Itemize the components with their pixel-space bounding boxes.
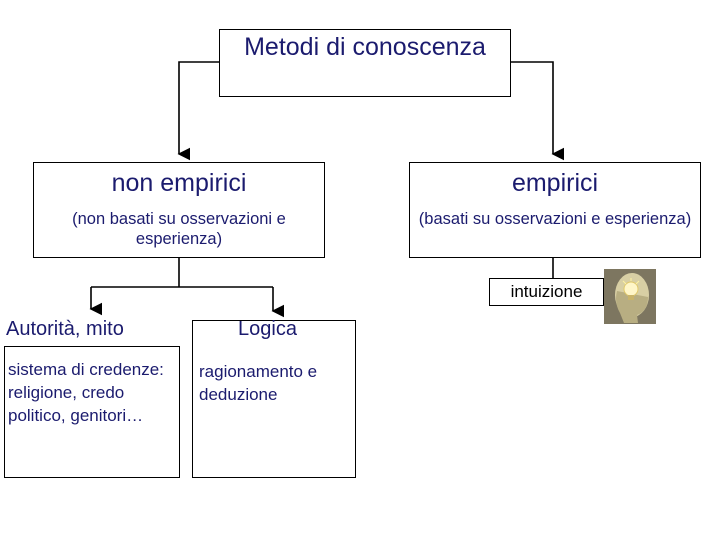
autorita-description: sistema di credenze: religione, credo po…: [8, 360, 164, 425]
intuizione-label: intuizione: [510, 282, 583, 301]
connector-non-empirici-split: [91, 258, 273, 288]
non-empirici-title: non empirici: [111, 169, 247, 197]
empirici-node: empirici (basati su osservazioni e esper…: [409, 162, 701, 258]
root-node: Metodi di conoscenza: [219, 29, 511, 97]
connector-root-to-empirici: [511, 61, 565, 161]
connector-root-to-non-empirici: [177, 61, 219, 161]
logica-title: Logica: [238, 318, 297, 340]
head-lightbulb-icon: [604, 269, 656, 324]
logica-description: ragionamento e deduzione: [199, 362, 318, 404]
logica-node: ragionamento e deduzione: [192, 320, 356, 478]
autorita-title: Autorità, mito: [6, 318, 124, 340]
non-empirici-node: non empirici (non basati su osservazioni…: [33, 162, 325, 258]
empirici-title: empirici: [511, 169, 599, 197]
intuizione-node: intuizione: [489, 278, 604, 306]
non-empirici-subtitle: (non basati su osservazioni e esperienza…: [72, 210, 286, 248]
empirici-subtitle: (basati su osservazioni e esperienza): [418, 210, 692, 228]
autorita-node: sistema di credenze: religione, credo po…: [4, 346, 180, 478]
root-title: Metodi di conoscenza: [244, 33, 486, 61]
